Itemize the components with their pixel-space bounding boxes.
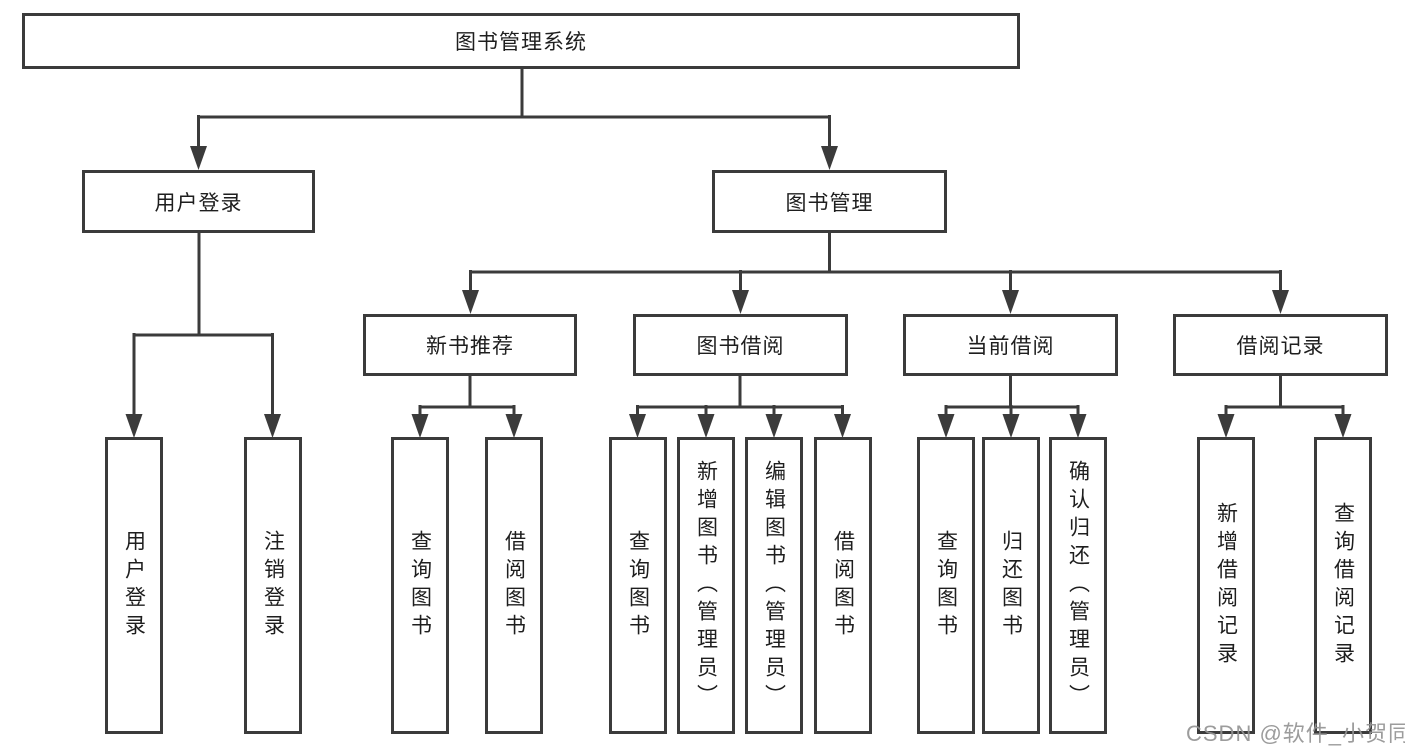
leaf-query-books-borrow: 查询图书 <box>609 437 667 734</box>
node-label: 借阅记录 <box>1236 335 1325 358</box>
arrowheads-book-borrow-children <box>629 414 851 438</box>
arrowheads-book-mgmt-children <box>462 290 1289 314</box>
node-label: 借阅图书 <box>831 529 855 642</box>
node-label: 借阅图书 <box>502 529 526 642</box>
node-current-borrow: 当前借阅 <box>903 314 1118 376</box>
node-label: 当前借阅 <box>966 335 1055 358</box>
connector-book-borrow-children <box>636 376 844 418</box>
leaf-query-books-recommend: 查询图书 <box>391 437 449 734</box>
node-label: 注销登录 <box>261 529 285 642</box>
node-label: 新增图书（管理员） <box>694 459 718 712</box>
node-label: 新书推荐 <box>426 335 514 358</box>
leaf-user-login: 用户登录 <box>105 437 163 734</box>
leaf-add-books-admin: 新增图书（管理员） <box>677 437 735 734</box>
node-label: 用户登录 <box>154 191 243 215</box>
node-book-management-module: 图书管理 <box>712 170 947 233</box>
node-label: 新增借阅记录 <box>1214 501 1238 670</box>
leaf-query-borrow-record: 查询借阅记录 <box>1314 437 1372 734</box>
leaf-query-books-current: 查询图书 <box>917 437 975 734</box>
connector-book-mgmt-children <box>469 233 1282 294</box>
node-label: 查询图书 <box>626 529 650 642</box>
arrowheads-new-book-children <box>411 414 523 438</box>
node-label: 用户登录 <box>122 529 146 642</box>
node-label: 编辑图书（管理员） <box>762 459 786 712</box>
arrowheads-user-login-children <box>125 414 281 438</box>
connector-new-book-children <box>418 376 516 418</box>
leaf-borrow-books: 借阅图书 <box>814 437 872 734</box>
arrowheads-borrow-record-children <box>1217 414 1352 438</box>
leaf-add-borrow-record: 新增借阅记录 <box>1197 437 1255 734</box>
connector-root-to-level1 <box>197 69 831 150</box>
leaf-return-books: 归还图书 <box>982 437 1040 734</box>
node-borrow-record: 借阅记录 <box>1173 314 1388 376</box>
leaf-borrow-books-recommend: 借阅图书 <box>485 437 543 734</box>
node-label: 查询图书 <box>934 529 958 642</box>
node-label: 查询图书 <box>408 529 432 642</box>
node-label: 图书管理系统 <box>455 31 587 54</box>
node-label: 确认归还（管理员） <box>1066 459 1090 712</box>
node-new-book-recommend: 新书推荐 <box>363 314 577 376</box>
leaf-logout: 注销登录 <box>244 437 302 734</box>
node-label: 查询借阅记录 <box>1331 501 1355 670</box>
watermark: CSDN @软件_小贺同学 <box>1186 721 1405 746</box>
leaf-edit-books-admin: 编辑图书（管理员） <box>745 437 803 734</box>
node-user-login-module: 用户登录 <box>82 170 315 233</box>
node-book-borrow: 图书借阅 <box>633 314 848 376</box>
leaf-confirm-return-admin: 确认归还（管理员） <box>1049 437 1107 734</box>
node-root-system: 图书管理系统 <box>22 13 1020 69</box>
connector-user-login-children <box>132 233 274 418</box>
arrowheads-level1 <box>190 146 838 170</box>
node-label: 图书借阅 <box>696 335 785 358</box>
node-label: 图书管理 <box>785 191 874 215</box>
connector-current-borrow-children <box>944 376 1080 418</box>
connector-borrow-record-children <box>1224 376 1345 418</box>
node-label: 归还图书 <box>999 529 1023 642</box>
arrowheads-current-borrow-children <box>937 414 1087 438</box>
